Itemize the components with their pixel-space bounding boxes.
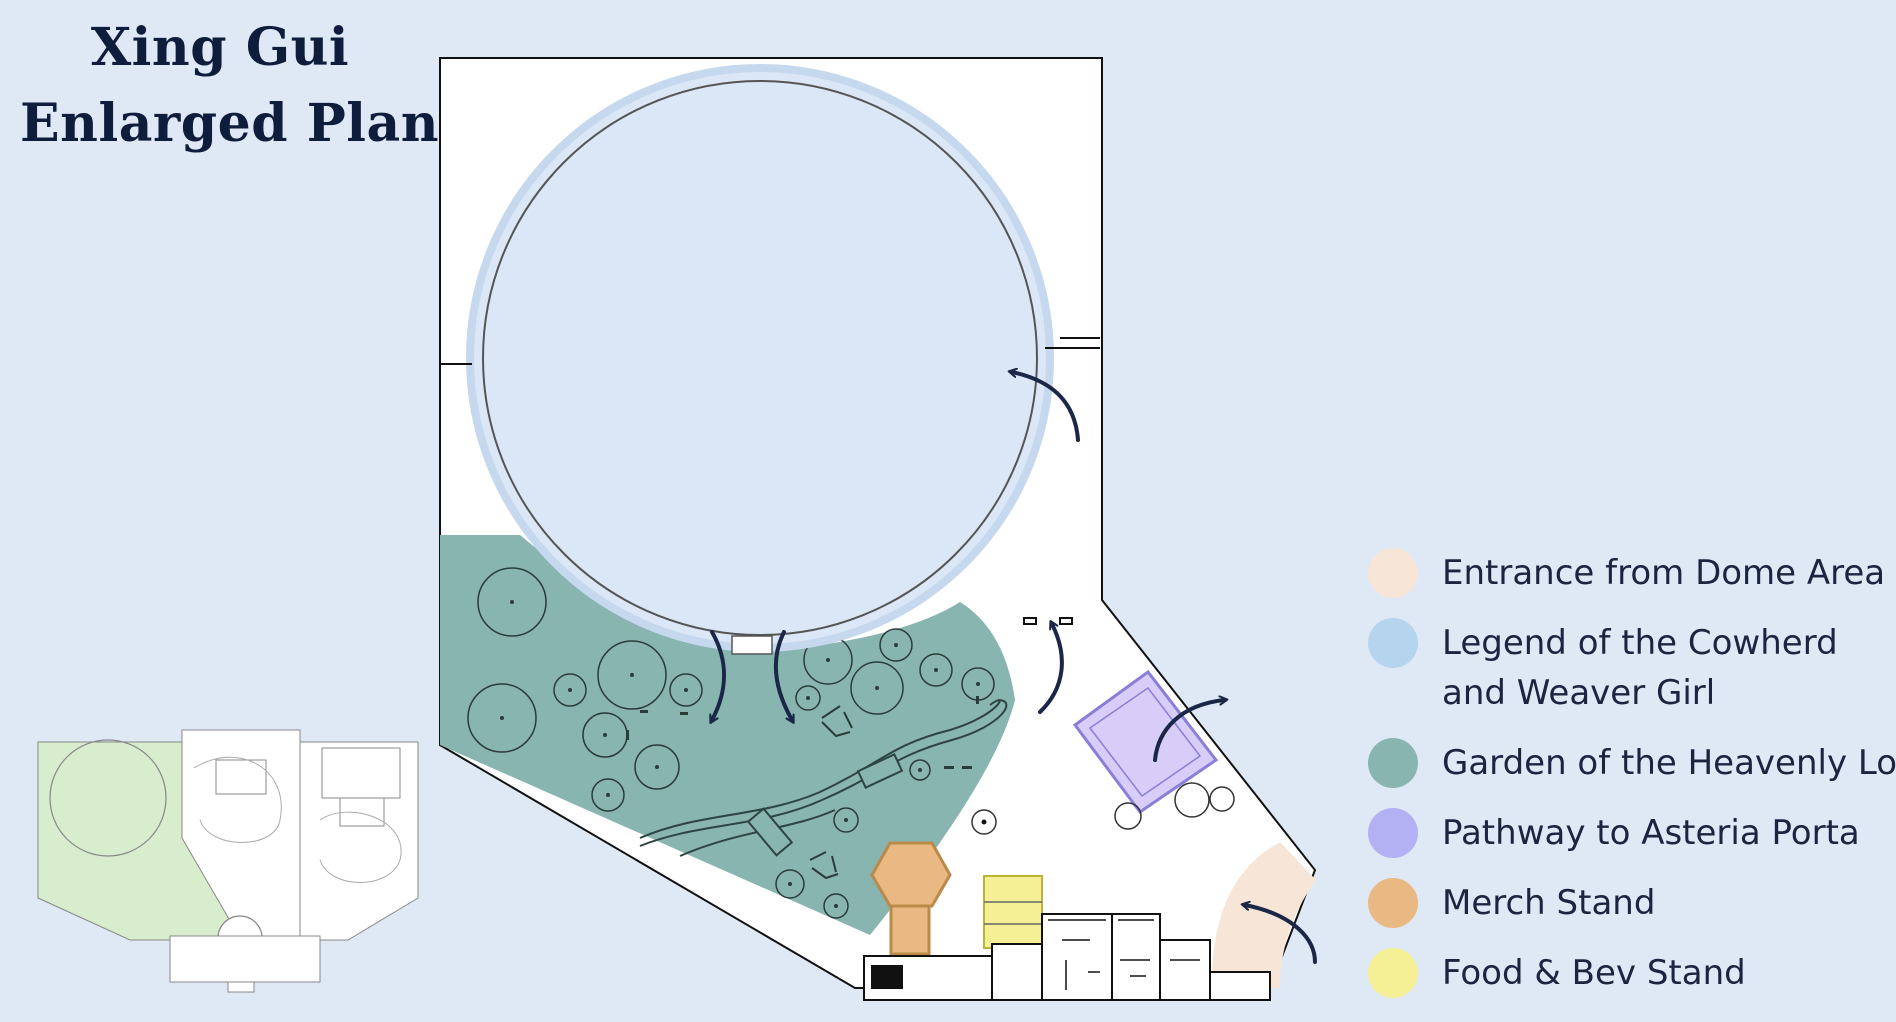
flow-arrows xyxy=(712,372,1317,964)
tree xyxy=(553,673,587,707)
tree xyxy=(909,759,931,781)
legend-item-cowherd: Legend of the Cowherd and Weaver Girl xyxy=(1368,618,1838,718)
legend-label-food: Food & Bev Stand xyxy=(1442,953,1746,993)
pathway-zone xyxy=(1072,669,1219,815)
legend-item-merch: Merch Stand xyxy=(1368,878,1655,928)
garden-seating xyxy=(809,705,853,880)
legend-swatch-cowherd xyxy=(1368,618,1418,668)
tree xyxy=(477,567,547,637)
tree xyxy=(823,893,849,919)
tree xyxy=(919,653,953,687)
stream-bridge xyxy=(746,807,794,857)
legend-swatch-merch xyxy=(1368,878,1418,928)
arrow-to-marker xyxy=(1038,624,1064,714)
legend-label-merch: Merch Stand xyxy=(1442,883,1656,923)
garden-zone xyxy=(440,535,1015,935)
legend-dome xyxy=(470,68,1050,648)
arrow-entrance xyxy=(1245,905,1317,964)
tree xyxy=(591,778,625,812)
tree xyxy=(669,673,703,707)
key-plan-thumbnail xyxy=(37,729,419,993)
legend-label-garden: Garden of the Heavenly Loom xyxy=(1442,743,1896,783)
legend-label-cowherd: Legend of the Cowherd and Weaver Girl xyxy=(1442,623,1838,713)
garden-trees xyxy=(467,567,995,919)
garden-benches xyxy=(626,696,979,769)
legend-swatch-garden xyxy=(1368,738,1418,788)
legend-item-food: Food & Bev Stand xyxy=(1368,948,1746,998)
tree xyxy=(850,661,904,715)
food-bev-stand xyxy=(983,875,1043,949)
merch-stand xyxy=(870,841,952,908)
entrance-zone xyxy=(1211,842,1316,988)
tree xyxy=(879,628,913,662)
title-line-1: Xing Gui xyxy=(90,17,350,78)
arrow-to-pathway xyxy=(1153,700,1224,762)
merch-stand-stem xyxy=(889,904,931,956)
pathway-zone-inner xyxy=(1088,686,1202,798)
tree xyxy=(775,869,805,899)
arrow-into-dome xyxy=(1012,372,1080,442)
legend-swatch-food xyxy=(1368,948,1418,998)
legend-swatch-entrance xyxy=(1368,548,1418,598)
legend-item-pathway: Pathway to Asteria Porta xyxy=(1368,808,1860,858)
legend-swatch-pathway xyxy=(1368,808,1418,858)
wall-notches xyxy=(440,337,1100,365)
tree-centers xyxy=(500,600,980,908)
stream-bridge xyxy=(856,753,904,789)
tree xyxy=(467,683,537,753)
back-of-house xyxy=(863,913,1271,1001)
page-title: Xing Gui Enlarged Plan xyxy=(20,10,440,162)
legend-label-entrance: Entrance from Dome Area xyxy=(1442,553,1886,593)
dome-doorway xyxy=(731,635,773,655)
tree xyxy=(833,807,859,833)
legend-item-entrance: Entrance from Dome Area xyxy=(1368,548,1885,598)
title-line-2: Enlarged Plan xyxy=(20,93,440,154)
tree xyxy=(597,640,667,710)
arrow-dome-exit-1 xyxy=(712,630,726,720)
legend-item-garden: Garden of the Heavenly Loom xyxy=(1368,738,1896,788)
arrow-dome-exit-2 xyxy=(773,630,792,720)
tree xyxy=(795,685,821,711)
pathway-trees xyxy=(971,782,1235,835)
legend-dome-inner-ring xyxy=(482,80,1038,636)
legend-label-pathway: Pathway to Asteria Porta xyxy=(1442,813,1860,853)
tree xyxy=(634,744,680,790)
markers xyxy=(981,617,1073,825)
